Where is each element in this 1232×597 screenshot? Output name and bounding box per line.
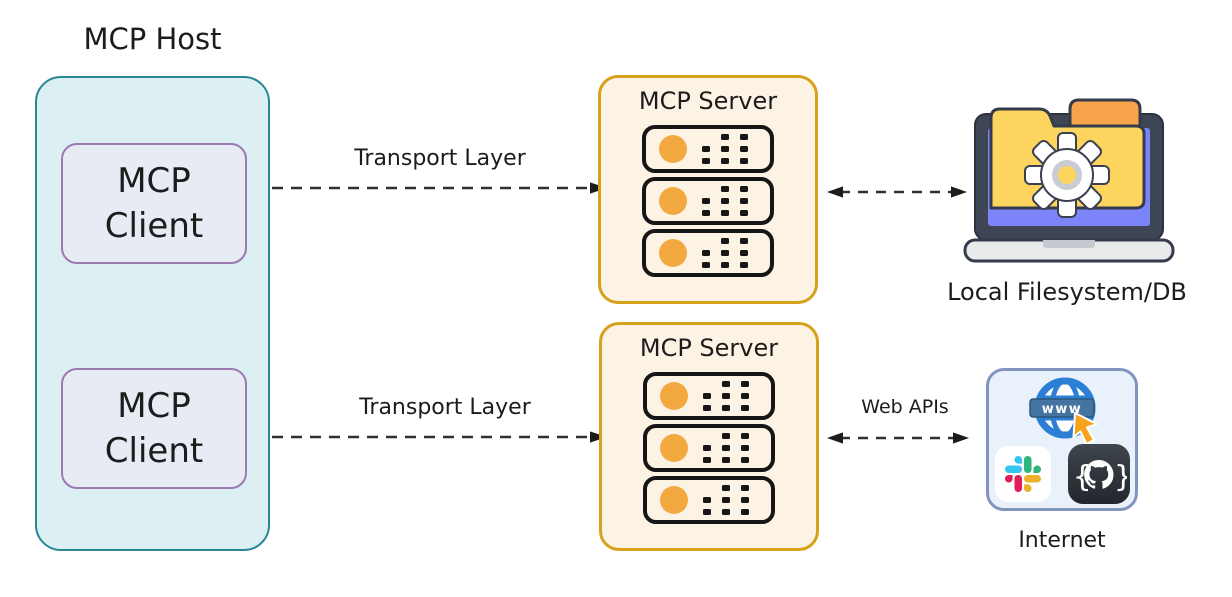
www-globe-icon: www [1029,377,1098,445]
server-vents-icon [702,186,748,216]
transport-arrow-bottom-icon [272,431,607,443]
host-title: MCP Host [83,22,222,56]
server-rack-unit-icon [643,424,775,472]
filesystem-link-arrow-icon [827,186,967,198]
server-vents-icon [702,238,748,268]
www-banner-text: www [1042,402,1083,417]
transport-layer-label-bottom: Transport Layer [359,395,531,420]
web-apis-label: Web APIs [861,396,949,418]
cursor-icon [1072,412,1098,445]
server-led-icon [660,486,688,514]
server-rack-unit-icon [643,372,775,420]
mcp-server-title-1: MCP Server [638,87,778,115]
mcp-server-title-2: MCP Server [639,334,779,362]
mcp-server-box-2: MCP Server [599,322,819,551]
transport-layer-label-top: Transport Layer [354,146,526,171]
gear-icon [1024,132,1110,218]
mcp-client-label-1: MCP Client [104,161,204,246]
server-led-icon [659,239,687,267]
mcp-server-box-1: MCP Server [598,75,818,304]
server-led-icon [659,135,687,163]
server-rack-unit-icon [643,476,775,524]
server-vents-icon [702,134,748,164]
mcp-client-box-1: MCP Client [61,143,247,264]
server-led-icon [659,187,687,215]
server-vents-icon [703,433,749,463]
laptop-base-icon [963,238,1175,263]
filesystem-label: Local Filesystem/DB [947,278,1187,306]
server-led-icon [660,382,688,410]
laptop-filesystem-icon [963,98,1175,263]
github-icon: { } [1068,444,1130,504]
web-apis-arrow-icon [827,432,969,444]
server-vents-icon [703,381,749,411]
server-rack-unit-icon [642,177,774,225]
server-led-icon [660,434,688,462]
octocat-icon [1084,460,1114,489]
internet-box: www { } [986,368,1138,511]
svg-text:}: } [1114,459,1127,494]
slack-icon [995,446,1051,502]
transport-arrow-top-icon [272,182,607,194]
server-vents-icon [703,485,749,515]
mcp-client-box-2: MCP Client [61,368,247,489]
server-rack-unit-icon [642,229,774,277]
internet-label: Internet [1018,528,1106,553]
server-rack-unit-icon [642,125,774,173]
mcp-client-label-2: MCP Client [104,386,204,471]
